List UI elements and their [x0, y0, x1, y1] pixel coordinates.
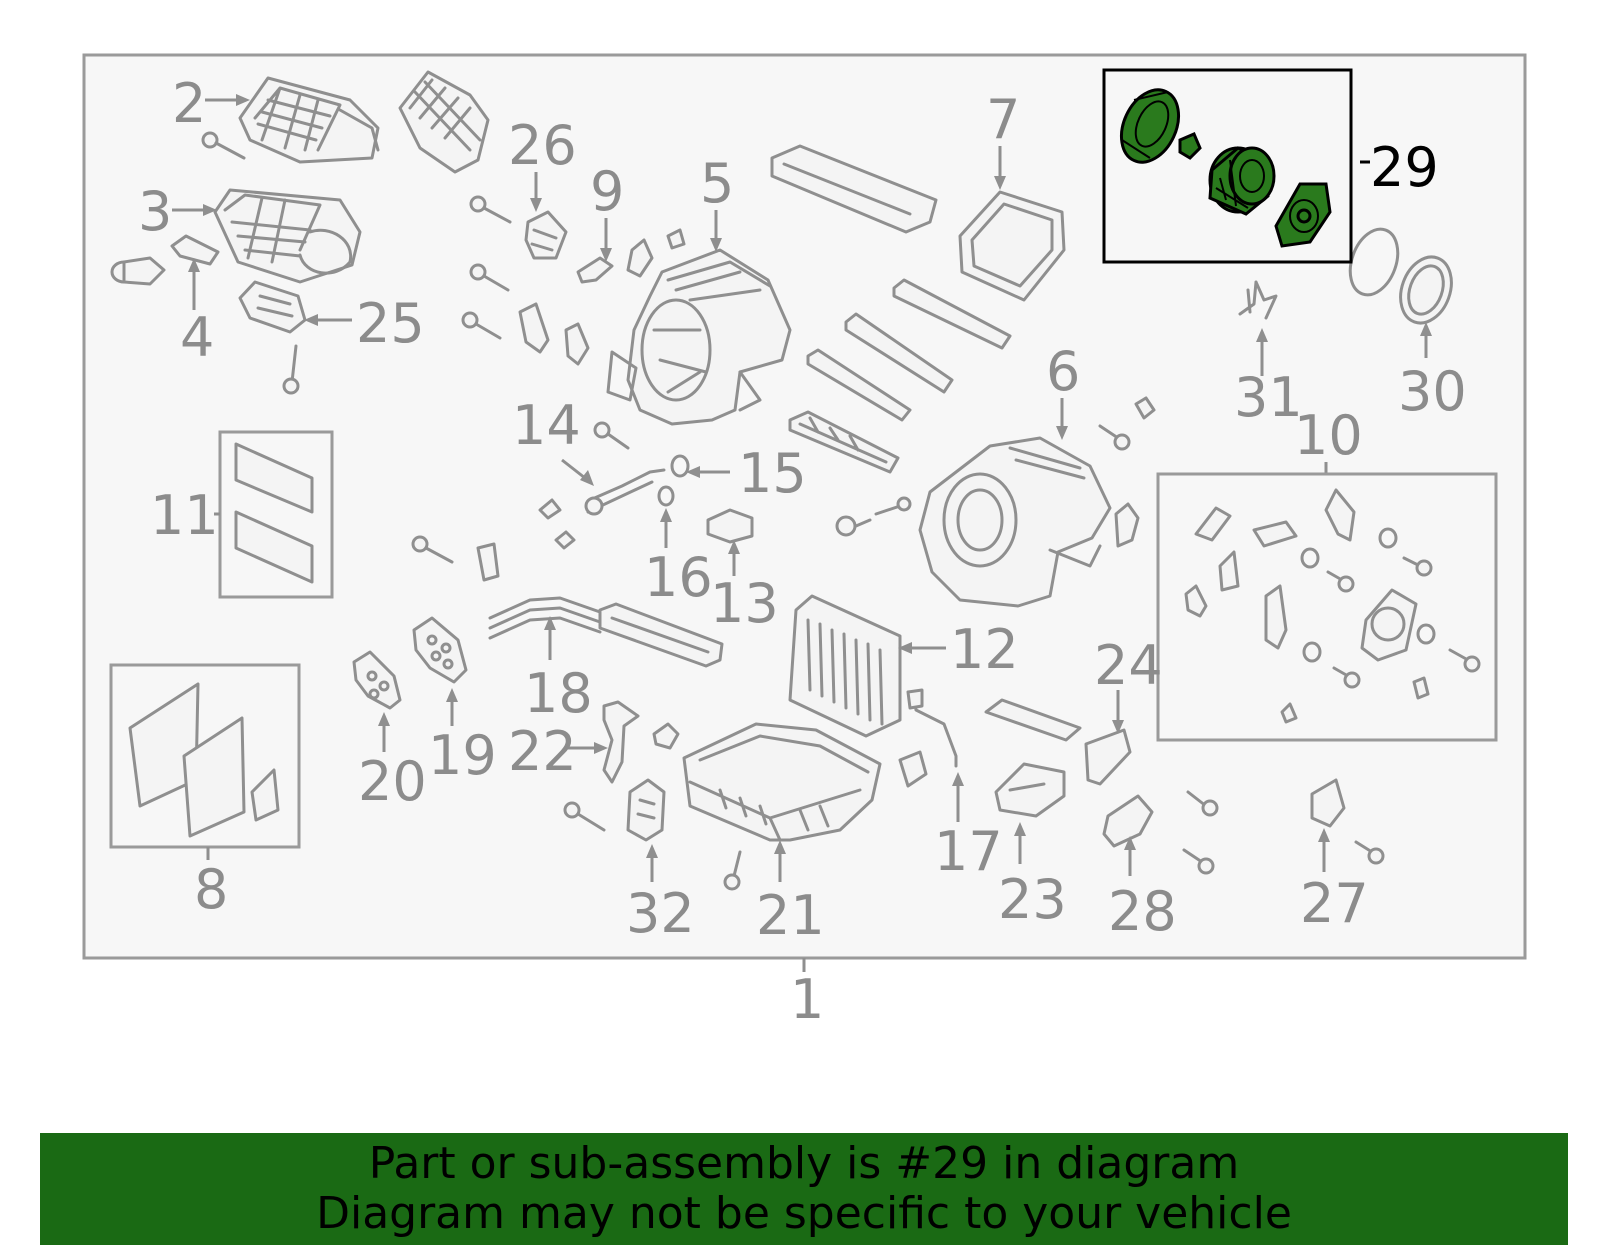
- callout-31: 31: [1234, 366, 1303, 429]
- bolt-shape: [874, 496, 912, 516]
- bracket-shape: [898, 750, 928, 788]
- info-banner: Part or sub-assembly is #29 in diagram D…: [40, 1133, 1568, 1245]
- callout-20: 20: [358, 750, 427, 813]
- part-20-shape: [352, 650, 402, 710]
- callout-26: 26: [508, 114, 577, 177]
- part-10-box: [1156, 472, 1498, 742]
- screw-shape: [835, 515, 872, 537]
- callout-4: 4: [180, 306, 214, 369]
- callout-27: 27: [1300, 872, 1369, 935]
- bracket-shape: [984, 698, 1082, 742]
- part-22-shape: [602, 700, 640, 784]
- part-7-shape: [958, 190, 1066, 302]
- callout-16: 16: [644, 546, 713, 609]
- part-13-shape: [706, 508, 754, 544]
- bolt-shape: [282, 344, 300, 395]
- part-26-shape: [524, 210, 568, 260]
- part-27-shape: [1310, 778, 1346, 828]
- callout-19: 19: [428, 724, 497, 787]
- callout-13: 13: [710, 572, 779, 635]
- seal-shape: [1114, 502, 1140, 548]
- part-9-shape: [576, 256, 614, 284]
- callout-12: 12: [950, 618, 1019, 681]
- bolt-shape: [201, 131, 246, 160]
- callout-10: 10: [1294, 404, 1363, 467]
- bolt-shape: [563, 801, 606, 832]
- part-5-shape: [606, 248, 792, 426]
- part-4-shape: [170, 234, 220, 266]
- part-28-shape: [1102, 794, 1154, 848]
- part-10-shape: [1184, 488, 1481, 724]
- callout-2: 2: [172, 72, 206, 135]
- bracket-shape: [652, 722, 680, 750]
- part-18-shape: [488, 596, 724, 668]
- part-12-shape: [788, 594, 902, 738]
- part-25-shape: [238, 280, 307, 334]
- banner-line-1: Part or sub-assembly is #29 in diagram: [368, 1138, 1240, 1189]
- callout-1: 1: [790, 968, 824, 1031]
- callout-22: 22: [508, 720, 577, 783]
- callout-14: 14: [512, 394, 581, 457]
- part-29-blower-motor-shape: [1119, 88, 1332, 248]
- part-16-shape: [657, 485, 675, 507]
- bolt-shape: [461, 311, 502, 340]
- callout-30: 30: [1398, 360, 1467, 423]
- callout-24: 24: [1094, 634, 1163, 697]
- part-8-box: [109, 663, 301, 849]
- callout-32: 32: [626, 882, 695, 945]
- part-14-shape: [584, 468, 666, 516]
- callout-3: 3: [138, 180, 172, 243]
- callout-7: 7: [986, 88, 1020, 151]
- part-8-shape: [128, 682, 280, 838]
- bolt-shape: [723, 850, 742, 891]
- part-2-shape: [238, 76, 380, 164]
- callout-17: 17: [934, 820, 1003, 883]
- bracket-shape: [476, 542, 500, 582]
- part-6-shape: [918, 436, 1112, 608]
- callout-29: 29: [1370, 136, 1439, 199]
- part-32-shape: [626, 778, 666, 842]
- callout-6: 6: [1046, 340, 1080, 403]
- callout-9: 9: [590, 160, 624, 223]
- part-30-shape: [1348, 227, 1453, 325]
- bolt-shape: [411, 535, 454, 564]
- callout-28: 28: [1108, 880, 1177, 943]
- part-23-shape: [994, 762, 1066, 818]
- callout-23: 23: [998, 868, 1067, 931]
- bolt-shape: [469, 263, 510, 292]
- callout-21: 21: [756, 884, 825, 947]
- bracket-shape: [518, 228, 686, 366]
- bolt-shape: [593, 421, 630, 450]
- filter-strip-shape: [770, 144, 1012, 474]
- callout-11: 11: [150, 484, 219, 547]
- screw-shape: [1354, 840, 1385, 865]
- part-19-shape: [412, 616, 468, 684]
- part-3-shape: [213, 188, 362, 284]
- part-31-shape: [1238, 280, 1278, 320]
- clip-shape: [1134, 396, 1156, 420]
- actuator-shape: [110, 256, 166, 286]
- part-29-box: [1102, 68, 1353, 264]
- part-17-shape: [906, 688, 958, 768]
- part-15-shape: [670, 454, 690, 478]
- part-11-shape: [234, 442, 314, 584]
- banner-line-2: Diagram may not be specific to your vehi…: [316, 1188, 1292, 1239]
- screw-shape: [1098, 424, 1131, 451]
- callout-5: 5: [700, 152, 734, 215]
- callout-15: 15: [738, 442, 807, 505]
- screw-shape: [1186, 790, 1219, 817]
- part-21-shape: [682, 722, 882, 842]
- screw-shape: [1182, 848, 1215, 875]
- bolt-shape: [538, 498, 576, 550]
- bolt-shape: [469, 195, 512, 224]
- callout-18: 18: [524, 662, 593, 725]
- parts-diagram: 1 2 3 4 5 6 7 8 9 10 11 12 13 14 15 16 1…: [82, 53, 1527, 1031]
- callout-25: 25: [356, 292, 425, 355]
- callout-8: 8: [194, 858, 228, 921]
- grille-shape: [398, 70, 490, 174]
